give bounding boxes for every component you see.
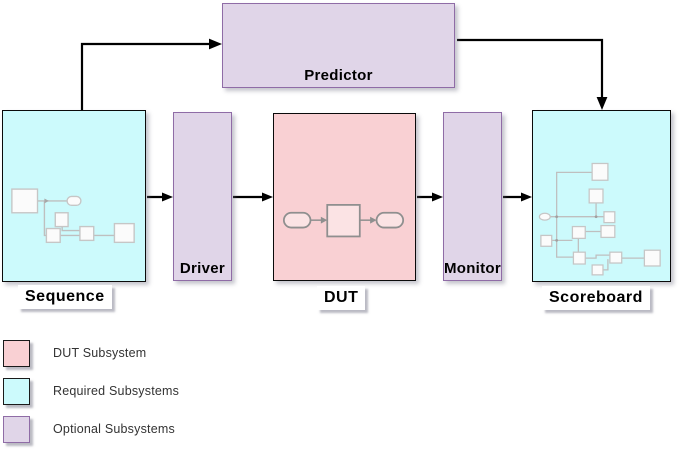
scoreboard-label: Scoreboard — [542, 286, 650, 311]
monitor-label: Monitor — [443, 260, 502, 277]
driver-label: Driver — [179, 260, 226, 277]
sequence-label: Sequence — [18, 285, 112, 310]
legend-swatch-required-subsystems — [3, 377, 30, 405]
legend-label-optional-subsystems: Optional Subsystems — [53, 422, 175, 436]
block-driver: Driver — [173, 112, 232, 281]
connector-sequence-to-predictor — [80, 42, 210, 110]
legend-item-dut: DUT Subsystem — [3, 339, 179, 367]
legend-swatch-optional-subsystems — [3, 415, 30, 443]
arrowhead-into-scoreboard-top — [596, 97, 608, 110]
legend-label-required-subsystems: Required Subsystems — [53, 384, 180, 398]
block-scoreboard — [532, 110, 671, 282]
arrowhead-into-predictor — [209, 38, 222, 50]
dut-mini-diagram-icon — [282, 204, 405, 238]
legend-item-optional: Optional Subsystems — [3, 415, 179, 443]
arrowhead-into-dut — [262, 192, 273, 202]
dut-label: DUT — [317, 286, 366, 311]
block-predictor: Predictor — [222, 3, 455, 88]
connector-predictor-to-scoreboard — [457, 38, 604, 98]
sequence-mini-diagram-icon — [11, 188, 135, 244]
arrowhead-into-driver — [162, 192, 173, 202]
scoreboard-mini-diagram-icon — [538, 162, 661, 276]
arrowhead-into-monitor — [432, 192, 443, 202]
legend-swatch-dut-subsystem — [3, 339, 30, 367]
arrowhead-into-scoreboard-left — [521, 192, 532, 202]
legend: DUT Subsystem Required Subsystems Option… — [3, 339, 179, 453]
legend-label-dut-subsystem: DUT Subsystem — [53, 346, 147, 360]
block-sequence — [2, 110, 146, 282]
predictor-label: Predictor — [304, 67, 373, 84]
block-monitor: Monitor — [443, 112, 502, 281]
block-dut — [273, 113, 416, 281]
legend-item-required: Required Subsystems — [3, 377, 179, 405]
